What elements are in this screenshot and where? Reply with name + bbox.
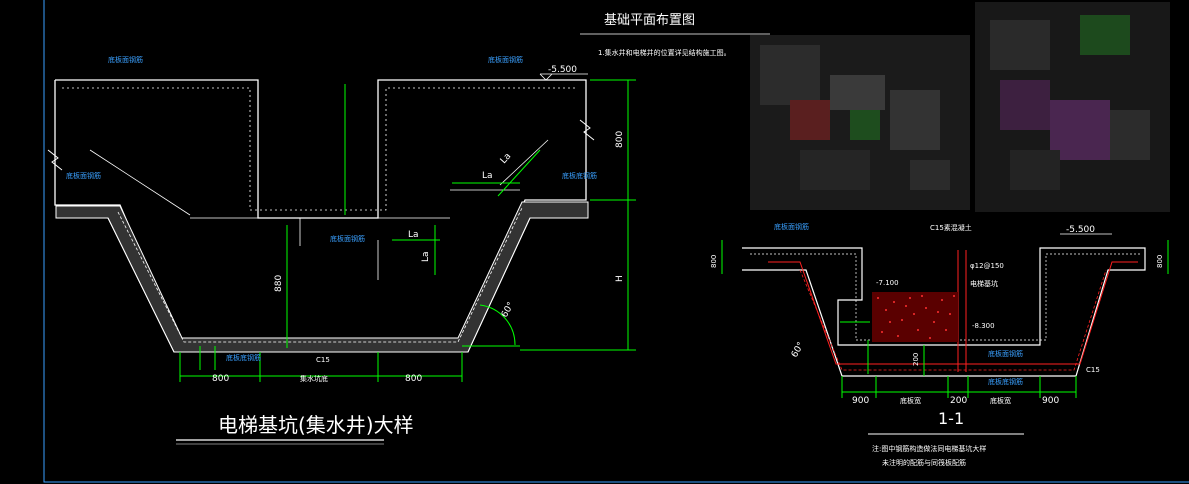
- dim-label-bottom-left: 800: [212, 374, 229, 384]
- dim-angle-label: 60°: [500, 301, 517, 320]
- dim-la-1: La: [482, 171, 493, 181]
- section-elev-mid: -7.100: [876, 279, 899, 287]
- left-break-symbol: [47, 149, 63, 171]
- left-c15-label: C15: [316, 356, 330, 364]
- section-dim-bottom-3: 200: [950, 396, 967, 406]
- dim-label-h: H: [615, 275, 625, 282]
- left-elevation: -5.500: [548, 65, 577, 75]
- dim-la-2: La: [499, 151, 513, 166]
- section-concrete-speckle: [877, 295, 955, 339]
- left-detail-title: 电梯基坑(集水井)大样: [218, 413, 414, 437]
- section-angle-label: 60°: [790, 341, 807, 360]
- plan-note-line-1: 1.集水井和电梯井的位置详见结构施工图。: [598, 48, 731, 57]
- left-rebar-label-5: 底板面钢筋: [330, 234, 365, 243]
- section-rebar-red-inner: [799, 269, 1107, 371]
- plan-note-title: 基础平面布置图: [604, 13, 695, 28]
- right-section-detail: -5.500 -7.100 -8.300 底板面钢筋 底板面钢筋 底板底钢筋 C…: [710, 222, 1169, 467]
- left-pit-base-slope: [107, 217, 531, 353]
- section-rebar-label-3: 底板底钢筋: [988, 377, 1023, 386]
- section-concrete-fill: [872, 292, 958, 342]
- dim-label-bottom-right: 800: [405, 374, 422, 384]
- dim-label-top: 800: [615, 131, 625, 148]
- blurred-image-right: [975, 2, 1170, 212]
- left-pit-inner-slope: [117, 207, 523, 343]
- dim-label-center: 880: [274, 275, 284, 292]
- section-dim-bottom-1: 900: [852, 396, 869, 406]
- section-dim-left-label: 800: [710, 255, 718, 268]
- section-c15-label: C15: [1086, 366, 1100, 374]
- left-pit-base-concrete: [55, 201, 589, 353]
- dim-la-diagonal: [497, 149, 541, 197]
- left-rebar-label-2: 底板面钢筋: [488, 55, 523, 64]
- section-dim-right-label: 800: [1156, 255, 1164, 268]
- dim-angle-arc: [479, 304, 516, 346]
- left-rebar-label-1: 底板面钢筋: [108, 55, 143, 64]
- section-inner-outline: [750, 253, 1140, 341]
- right-break-symbol: [579, 119, 595, 141]
- left-pit-detail: -5.500 底板面钢筋 底板面钢筋 底板面钢筋 底板底钢筋 底板面钢筋 底板底…: [47, 55, 636, 445]
- left-rebar-label-6: 底板底钢筋: [226, 353, 261, 362]
- drawing-frame: [43, 0, 1189, 483]
- section-elev-low: -8.300: [972, 322, 995, 330]
- left-rebar-label-4: 底板底钢筋: [562, 171, 597, 180]
- section-pump-label: 电梯基坑: [970, 279, 998, 288]
- plan-note: 基础平面布置图 1.集水井和电梯井的位置详见结构施工图。: [580, 13, 770, 57]
- left-pit-rebar-line: [62, 87, 578, 211]
- section-rebar-label-1: 底板面钢筋: [774, 222, 809, 231]
- left-rebar-label-3: 底板面钢筋: [66, 171, 101, 180]
- section-rebar-spec: φ12@150: [970, 262, 1004, 270]
- section-dim-bottom-4: 底板宽: [990, 396, 1011, 405]
- left-elevation-marker: [539, 73, 553, 81]
- dim-label-bottom-center: 集水坑底: [300, 374, 328, 383]
- section-title: 1-1: [938, 409, 964, 428]
- section-elevation: -5.500: [1066, 225, 1095, 235]
- dim-la-3: La: [408, 230, 419, 240]
- section-fill-label: C15素混凝土: [930, 223, 972, 232]
- left-construction-line: [89, 149, 191, 216]
- blurred-image-left: [750, 35, 970, 210]
- section-dim-bottom-2: 底板宽: [900, 396, 921, 405]
- right-diag-construction: [499, 139, 549, 186]
- section-rebar-label-2: 底板面钢筋: [988, 349, 1023, 358]
- section-note-2: 未注明的配筋与同筏板配筋: [882, 458, 966, 467]
- section-note-1: 注:图中钢筋构造做法同电梯基坑大样: [872, 444, 986, 453]
- section-dim-center-label: 200: [912, 353, 920, 366]
- section-dim-bottom-5: 900: [1042, 396, 1059, 406]
- section-outer-outline: [742, 247, 1146, 377]
- dim-la-4: La: [421, 251, 431, 262]
